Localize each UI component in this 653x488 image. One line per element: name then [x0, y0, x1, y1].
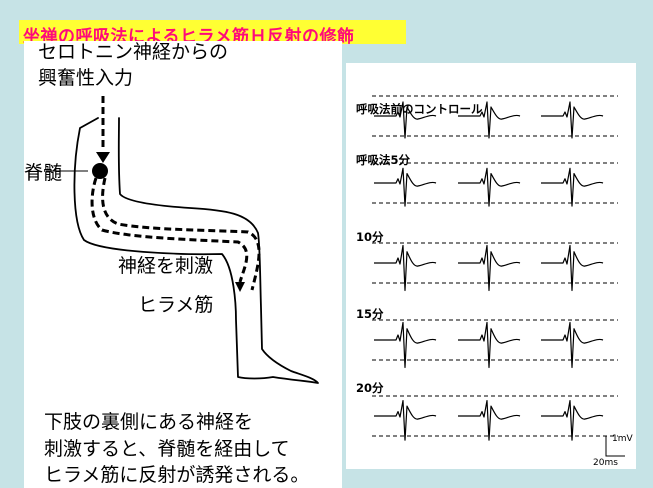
leg-outline-back	[73, 117, 319, 384]
h-reflex-waveform-3-0	[374, 321, 437, 369]
h-reflex-traces-panel	[346, 63, 636, 469]
trace-label-15min: 15分	[356, 307, 384, 321]
trace-label-control: 呼吸法前のコントロール	[356, 102, 483, 116]
h-reflex-waveform-0-0	[374, 101, 437, 139]
h-reflex-waveform-3-1	[458, 321, 521, 369]
spinal-cord-dot	[92, 163, 108, 179]
h-reflex-waveform-3-2	[541, 321, 604, 369]
h-reflex-waveform-0-2	[541, 101, 604, 139]
h-reflex-waveform-1-0	[374, 167, 437, 207]
nerve-stimulation-label: 神経を刺激	[118, 255, 214, 277]
h-reflex-waveform-2-1	[458, 244, 521, 292]
leg-diagram-panel: セロトニン神経からの 興奮性入力 脊髄 神経を刺激 ヒラメ筋 下肢の裏側にある神…	[24, 41, 342, 488]
h-reflex-waveform-4-0	[374, 400, 437, 441]
trace-label-20min: 20分	[356, 381, 384, 395]
h-reflex-waveform-0-1	[458, 101, 521, 139]
h-reflex-waveform-2-2	[541, 244, 604, 292]
soleus-muscle-label: ヒラメ筋	[138, 294, 214, 316]
h-reflex-waveform-1-2	[541, 167, 604, 207]
scale-label-time: 20ms	[593, 458, 618, 468]
scale-label-voltage: 1mV	[612, 434, 633, 444]
trace-label-10min: 10分	[356, 230, 384, 244]
descending-arrow-head	[96, 152, 110, 163]
serotonin-label-line2: 興奮性入力	[38, 67, 134, 89]
nerve-pathway-outer	[90, 177, 249, 283]
h-reflex-waveform-4-1	[458, 400, 521, 441]
h-reflex-waveform-4-2	[541, 400, 604, 441]
nerve-pathway-inner	[101, 177, 261, 291]
caption-line1: 下肢の裏側にある神経を	[44, 411, 254, 433]
h-reflex-waveform-2-0	[374, 244, 437, 292]
caption-line2: 刺激すると、脊髄を経由して	[44, 438, 290, 460]
trace-label-5min: 呼吸法5分	[356, 153, 411, 167]
h-reflex-waveform-1-1	[458, 167, 521, 207]
spinal-cord-label: 脊髄	[24, 162, 63, 184]
caption-line3: ヒラメ筋に反射が誘発される。	[44, 464, 310, 486]
nerve-arrow-head	[235, 282, 245, 292]
serotonin-label-line1: セロトニン神経からの	[38, 41, 229, 63]
title-bar	[19, 20, 406, 44]
